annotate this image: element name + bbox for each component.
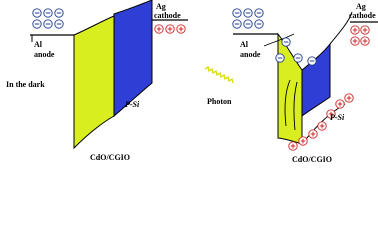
- electron-icon: [281, 37, 291, 47]
- hole-sign: +: [328, 109, 333, 119]
- hole-sign: +: [167, 24, 172, 34]
- left-panel: − − − − − − Al anode In the dark Ag cath…: [6, 0, 188, 162]
- hole-sign: +: [346, 93, 351, 103]
- right-anode-label: anode: [240, 50, 261, 59]
- right-anode-metal-label: Al: [240, 40, 249, 49]
- electron-sign: −: [234, 19, 239, 29]
- right-cathode-label: cathode: [349, 11, 376, 20]
- electron-sign: −: [45, 19, 50, 29]
- right-anode-electrons: − − − − − −: [232, 8, 264, 29]
- left-cathode-label: cathode: [154, 11, 181, 20]
- hole-icon: [335, 99, 345, 109]
- left-film-band: [73, 15, 115, 150]
- electron-icon: [232, 19, 242, 29]
- right-film-label: CdO/CGIO: [292, 155, 332, 164]
- electron-icon: [54, 8, 64, 18]
- hole-icon: [344, 93, 354, 103]
- left-psi-label: P-Si: [125, 100, 140, 109]
- hole-icon: [350, 25, 360, 35]
- right-cathode-holes: + + + +: [350, 25, 370, 46]
- electron-icon: [254, 19, 264, 29]
- photon-label: Photon: [207, 97, 232, 106]
- hole-icon: [360, 36, 370, 46]
- hole-icon: [154, 24, 164, 34]
- electron-sign: −: [34, 8, 39, 18]
- electron-sign: −: [277, 53, 282, 63]
- electron-icon: [232, 8, 242, 18]
- right-photo-electrons: − − − −: [275, 37, 317, 66]
- electron-sign: −: [234, 8, 239, 18]
- left-anode-label: anode: [34, 50, 55, 59]
- right-psi-label: P-Si: [330, 113, 345, 122]
- excitation-arrow: [293, 81, 298, 131]
- hole-icon: [308, 129, 318, 139]
- photon-wave-icon: [204, 65, 234, 84]
- electron-sign: −: [245, 19, 250, 29]
- electron-sign: −: [45, 8, 50, 18]
- electron-sign: −: [295, 53, 300, 63]
- right-film-band: [277, 32, 303, 145]
- hole-icon: [317, 121, 327, 131]
- electron-sign: −: [34, 19, 39, 29]
- hole-icon: [350, 36, 360, 46]
- left-psi-band: [113, 0, 153, 118]
- electron-transport-arrow: [263, 33, 295, 47]
- right-cathode-metal-label: Ag: [356, 2, 366, 11]
- electron-sign: −: [56, 8, 61, 18]
- electron-icon: [32, 19, 42, 29]
- dark-condition-label: In the dark: [6, 80, 45, 89]
- electron-sign: −: [56, 19, 61, 29]
- hole-sign: +: [352, 36, 357, 46]
- left-anode-electrons: − − − − − −: [32, 8, 64, 29]
- electron-sign: −: [245, 8, 250, 18]
- hole-icon: [165, 24, 175, 34]
- hole-sign: +: [319, 121, 324, 131]
- electron-icon: [32, 8, 42, 18]
- hole-icon: [360, 25, 370, 35]
- hole-sign: +: [178, 24, 183, 34]
- left-anode-metal-label: Al: [34, 40, 43, 49]
- electron-icon: [243, 8, 253, 18]
- electron-icon: [293, 53, 303, 63]
- electron-icon: [307, 56, 317, 66]
- right-psi-band: [301, 42, 331, 117]
- right-panel: − − − − − − Al anode Photon: [204, 2, 378, 164]
- hole-icon: [288, 141, 298, 151]
- left-film-label: CdO/CGIO: [90, 153, 130, 162]
- left-cathode-metal-label: Ag: [156, 2, 166, 11]
- hole-sign: +: [362, 36, 367, 46]
- hole-icon: [176, 24, 186, 34]
- electron-sign: −: [283, 37, 288, 47]
- electron-sign: −: [256, 19, 261, 29]
- hole-sign: +: [156, 24, 161, 34]
- hole-icon: [298, 136, 308, 146]
- right-conduction-edge: [329, 11, 353, 45]
- hole-sign: +: [290, 141, 295, 151]
- electron-icon: [43, 19, 53, 29]
- electron-icon: [254, 8, 264, 18]
- hole-sign: +: [337, 99, 342, 109]
- electron-icon: [275, 53, 285, 63]
- electron-icon: [43, 8, 53, 18]
- hole-sign: +: [310, 129, 315, 139]
- electron-sign: −: [256, 8, 261, 18]
- hole-sign: +: [352, 25, 357, 35]
- hole-sign: +: [362, 25, 367, 35]
- electron-icon: [54, 19, 64, 29]
- electron-sign: −: [309, 56, 314, 66]
- excitation-arrow: [284, 79, 291, 127]
- electron-icon: [243, 19, 253, 29]
- left-cathode-holes: + + +: [154, 24, 186, 34]
- band-diagram-canvas: − − − − − − Al anode In the dark Ag cath…: [6, 0, 378, 164]
- hole-sign: +: [300, 136, 305, 146]
- right-photo-holes: + + + + + + +: [288, 93, 354, 151]
- hole-icon: [326, 109, 336, 119]
